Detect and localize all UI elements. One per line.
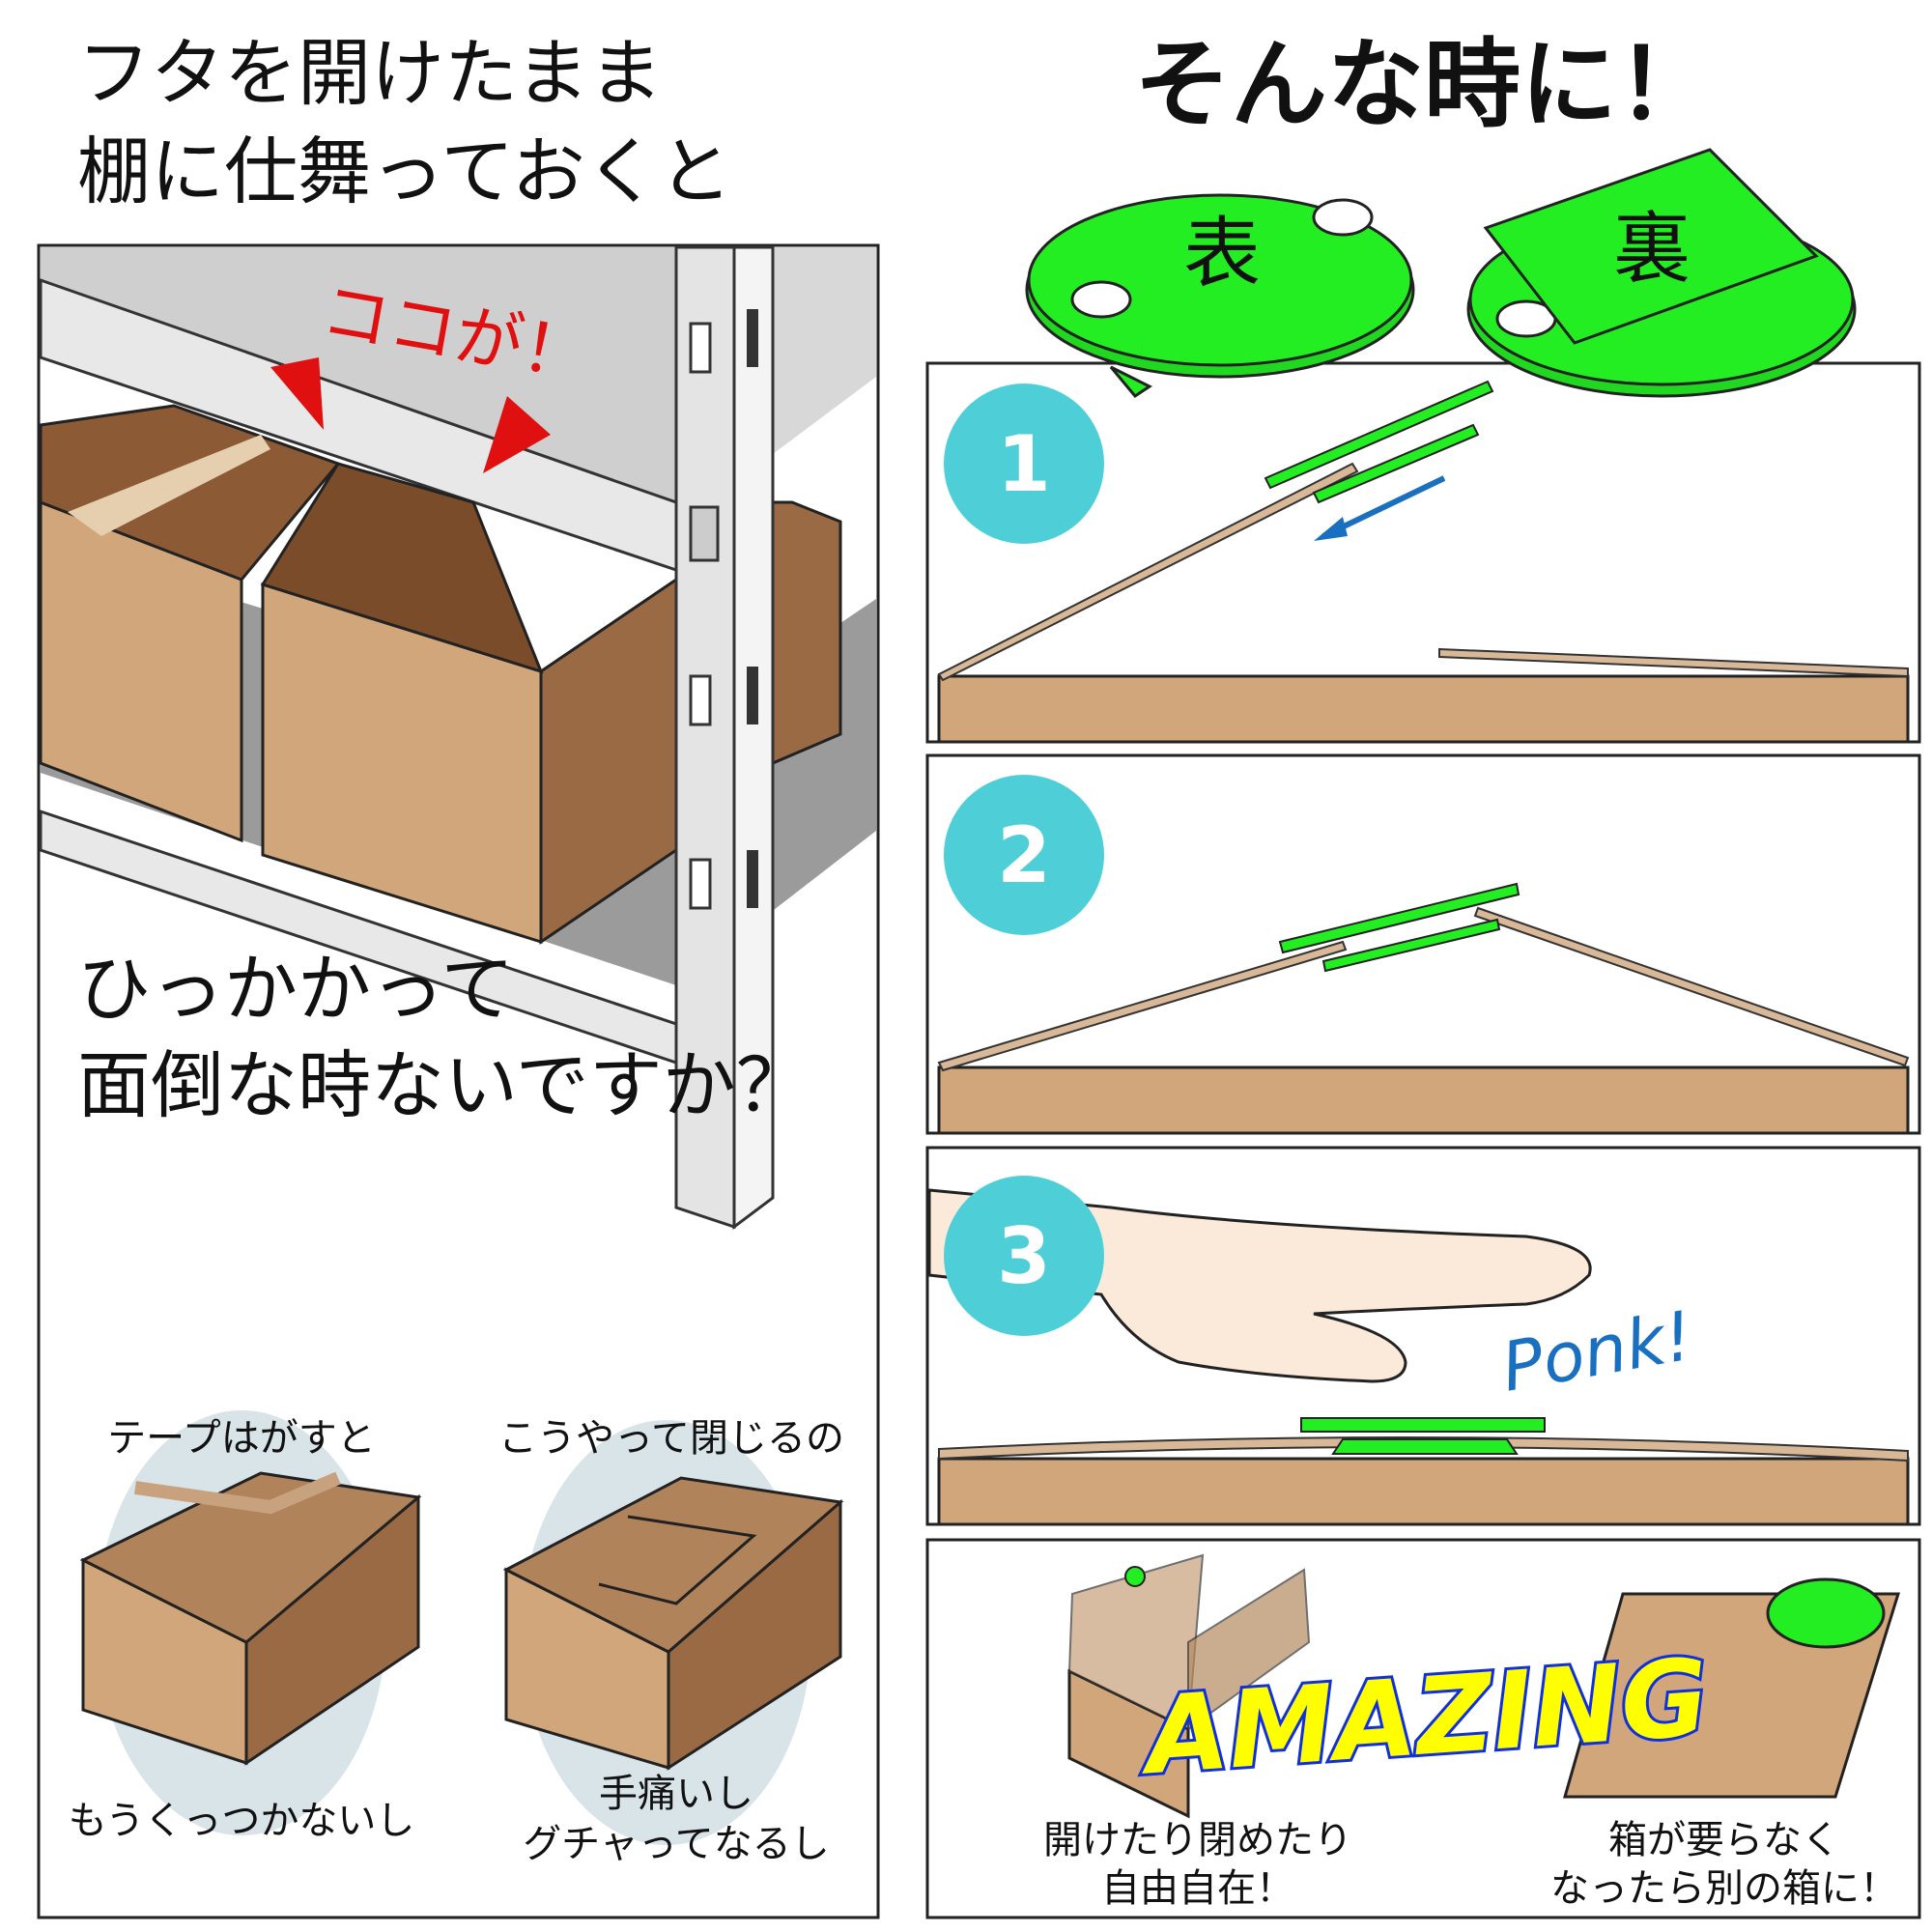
feature1-line1: 開けたり閉めたり: [1043, 1818, 1352, 1862]
box2-caption-top: こうやって閉じるの: [498, 1416, 844, 1461]
step-1-panel: 1: [925, 361, 1921, 744]
shelf-post: [674, 245, 775, 1230]
step-3-circle: [944, 1176, 1104, 1336]
feature2-line1: 箱が要らなく: [1608, 1818, 1840, 1862]
box2-caption-bottom-1: 手痛いし: [599, 1772, 753, 1816]
box-left: [39, 404, 341, 843]
problem-line1: ひっかかって: [77, 946, 514, 1032]
red-arrow-right-icon: [483, 396, 551, 473]
feature2-line2: なったら別の箱に！: [1550, 1866, 1898, 1911]
box2-caption-bottom-2: グチャってなるし: [523, 1822, 830, 1866]
step-1-circle: [944, 384, 1104, 544]
clip-front: 表: [1025, 193, 1415, 398]
box1-caption-top: テープはがすと: [107, 1416, 376, 1461]
left-title-line2: 棚に仕舞っておくと: [77, 128, 732, 214]
left-title-line1: フタを開けたまま: [77, 30, 663, 116]
step-3-number: 3: [997, 1211, 1051, 1301]
back-label: 裏: [1613, 204, 1690, 294]
step-3-panel: 3 Ponk!: [925, 1146, 1921, 1526]
step-1-number: 1: [997, 419, 1051, 509]
step-2-panel: 2: [925, 753, 1921, 1135]
headline: そんな時に！: [1134, 28, 1714, 141]
red-arrow-left-icon: [270, 357, 324, 430]
feature1-line2: 自由自在！: [1101, 1866, 1294, 1911]
box1-caption-bottom: もうくっつかないし: [69, 1799, 415, 1843]
features-panel: AMAZING 開けたり閉めたり 自由自在！ 箱が要らなく なったら別の箱に！: [925, 1538, 1921, 1919]
problem-line2: 面倒な時ないですか？: [77, 1042, 810, 1128]
clip-back: 裏: [1466, 148, 1857, 398]
step-2-circle: [944, 775, 1104, 935]
front-label: 表: [1183, 209, 1261, 298]
step-2-number: 2: [997, 810, 1051, 900]
shelf-panel: ココが！ ひっかかって 面倒な時ないですか？ テープはがすと もうくっつかないし…: [37, 243, 880, 1919]
box-tape-removed: [79, 1471, 422, 1766]
box-flaps-folded: [502, 1476, 844, 1771]
